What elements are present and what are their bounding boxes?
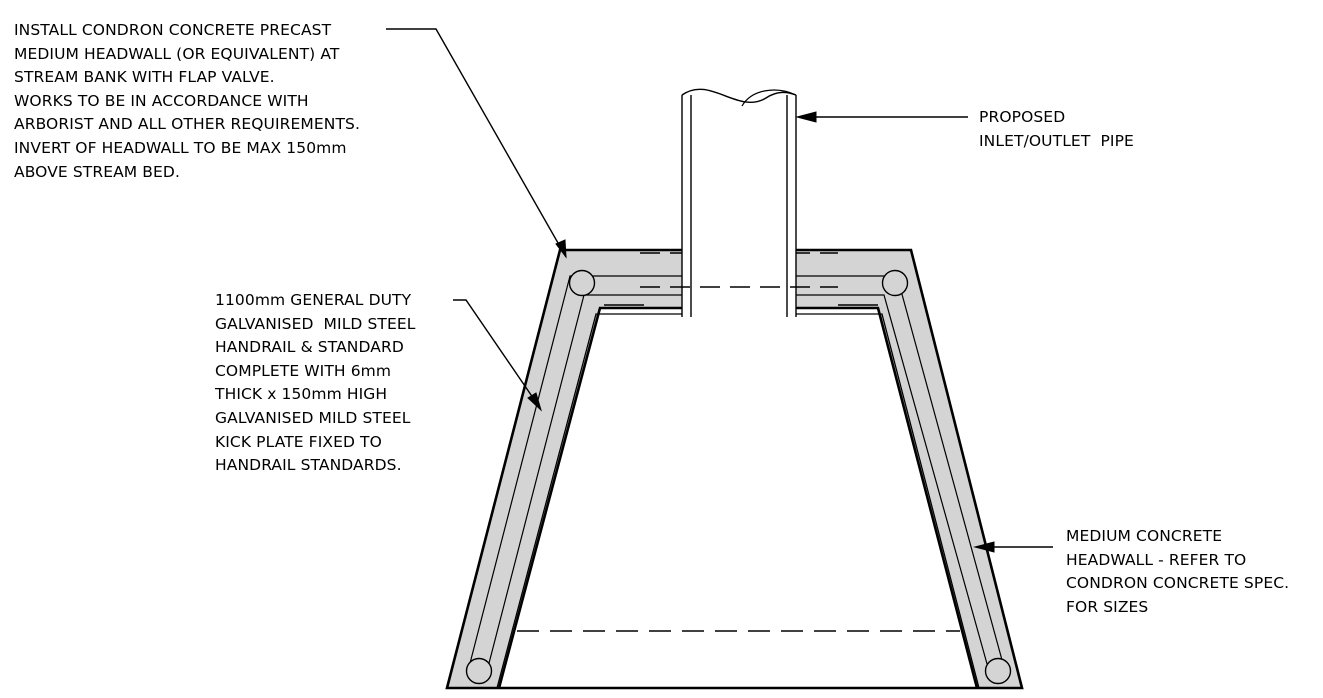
leader-handrail bbox=[453, 299, 542, 412]
note-line: MEDIUM CONCRETE bbox=[1066, 527, 1223, 545]
note-line: CONDRON CONCRETE SPEC. bbox=[1066, 574, 1290, 593]
note-line: WORKS TO BE IN ACCORDANCE WITH bbox=[14, 91, 309, 110]
note-headwall-ref: MEDIUM CONCRETE HEADWALL - REFER TO COND… bbox=[1066, 525, 1289, 619]
note-line: PROPOSED bbox=[979, 108, 1066, 126]
note-handrail: 1100mm GENERAL DUTY GALVANISED MILD STEE… bbox=[215, 289, 416, 478]
note-line: STREAM BANK WITH FLAP VALVE. bbox=[14, 68, 275, 87]
inlet-outlet-pipe bbox=[640, 88, 838, 317]
note-line: THICK x 150mm HIGH bbox=[215, 385, 388, 404]
note-line: INLET/OUTLET PIPE bbox=[979, 131, 1134, 150]
note-line: INVERT OF HEADWALL TO BE MAX 150mm bbox=[14, 138, 347, 157]
handrail-standard-bottom-right bbox=[984, 657, 1012, 685]
leader-headwall-install bbox=[386, 28, 567, 259]
note-line: FOR SIZES bbox=[1066, 597, 1149, 616]
note-line: GALVANISED MILD STEEL bbox=[215, 314, 416, 333]
note-line: GALVANISED MILD STEEL bbox=[215, 408, 411, 427]
note-pipe: PROPOSED INLET/OUTLET PIPE bbox=[979, 106, 1134, 153]
handrail-standard-bottom-left bbox=[465, 657, 493, 685]
note-line: HEADWALL - REFER TO bbox=[1066, 550, 1247, 569]
note-line: MEDIUM HEADWALL (OR EQUIVALENT) AT bbox=[14, 44, 340, 63]
note-line: KICK PLATE FIXED TO bbox=[215, 432, 382, 451]
note-line: ABOVE STREAM BED. bbox=[14, 162, 180, 181]
note-line: INSTALL CONDRON CONCRETE PRECAST bbox=[14, 21, 332, 39]
note-line: ARBORIST AND ALL OTHER REQUIREMENTS. bbox=[14, 115, 361, 134]
note-line: 1100mm GENERAL DUTY bbox=[215, 291, 412, 309]
handrail-standard-top-left bbox=[568, 269, 596, 297]
note-line: HANDRAIL & STANDARD bbox=[215, 338, 404, 357]
leader-pipe bbox=[795, 111, 968, 123]
note-headwall-install: INSTALL CONDRON CONCRETE PRECAST MEDIUM … bbox=[14, 19, 360, 184]
note-line: COMPLETE WITH 6mm bbox=[215, 361, 392, 380]
leader-headwall-ref bbox=[973, 541, 1053, 553]
handrail-standard-top-right bbox=[881, 269, 909, 297]
note-line: HANDRAIL STANDARDS. bbox=[215, 456, 402, 475]
